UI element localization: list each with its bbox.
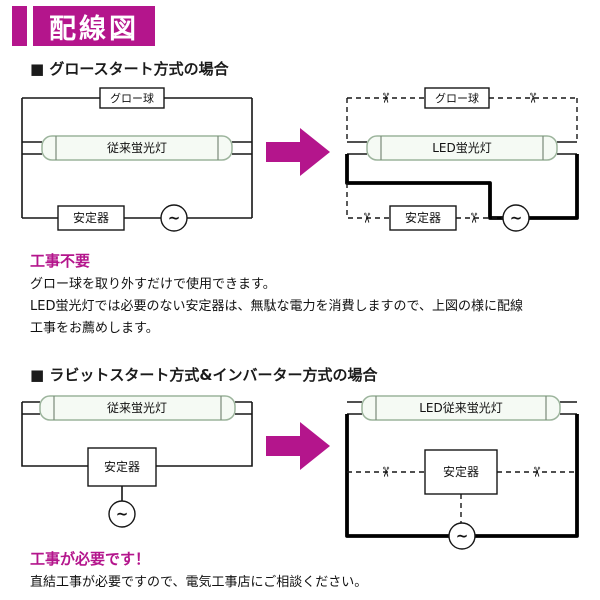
ac-source [108,500,136,528]
ac-source [502,204,530,232]
tube-label: LED従来蛍光灯 [419,401,503,415]
cut-bottom-wires [346,183,503,219]
section1-heading: ■ グロースタート方式の場合 [30,60,229,78]
tube-pins [347,401,577,415]
tube-pins [347,141,577,155]
scissors-icon: ✂ [358,212,374,224]
fluorescent-tube [39,395,236,421]
arrow-right-icon [266,128,330,176]
section2-note: 直結工事が必要ですので、電気工事店にご相談ください。 [30,572,575,594]
section2-heading: ■ ラビットスタート方式&インバーター方式の場合 [30,366,378,384]
tube-caps [53,396,222,420]
outer-loop-wire [21,97,253,218]
scissors-icon: ✂ [377,92,393,104]
section1-note: グロー球を取り外すだけで使用できます。 LED蛍光灯では必要のない安定器は、無駄… [30,274,575,340]
ac-source [448,522,476,550]
tube-label: 従来蛍光灯 [107,141,167,155]
glow-bulb-box [99,87,165,109]
note-line: 直結工事が必要ですので、電気工事店にご相談ください。 [30,575,368,590]
ac-symbol: ~ [510,209,523,227]
ballast-box [424,449,498,495]
scissors-icon: ✂ [377,466,393,478]
ballast-box [389,205,457,231]
led-tube [366,135,558,161]
fluorescent-tube [41,135,233,161]
glow-start-diagram: グロー球 従来蛍光灯 安定器 ~ グロー球 ✂ ✂ LED蛍光灯 ✂ [21,87,579,232]
page-title: 配線図 [33,6,155,46]
loop-wires [21,402,253,467]
direct-wire [345,414,579,538]
glow-bulb-label: グロー球 [110,91,154,105]
accent-stripe [12,6,27,46]
ballast-label: 安定器 [443,464,479,479]
conventional-glow-circuit: グロー球 従来蛍光灯 安定器 ~ [21,87,253,232]
ballast-label: 安定器 [405,210,441,225]
direct-wire [345,154,579,220]
scissors-icon: ✂ [524,92,540,104]
ballast-label: 安定器 [104,459,140,474]
arrow-right-icon [266,422,330,470]
tube-pins [22,141,252,155]
ac-symbol: ~ [168,209,181,227]
scissors-icon: ✂ [528,466,544,478]
tube-pins [22,401,252,415]
rapid-start-diagram: 従来蛍光灯 安定器 ~ LED従来蛍光灯 ✂ ✂ 安定器 ~ [21,395,579,550]
note-line: 工事をお薦めします。 [30,321,159,336]
ac-symbol: ~ [116,505,129,523]
tube-caps [375,396,547,420]
section2-note-title: 工事が必要です！ [30,550,151,568]
glow-bulb-label: グロー球 [435,91,479,105]
note-line: グロー球を取り外すだけで使用できます。 [30,277,276,292]
conventional-rapid-circuit: 従来蛍光灯 安定器 ~ [21,395,253,528]
scissors-icon: ✂ [465,212,481,224]
glow-bulb-box [424,87,490,109]
ac-symbol: ~ [456,527,469,545]
tube-caps [380,136,544,160]
ac-source [160,204,188,232]
tube-caps [55,136,219,160]
section1-note-title: 工事不要 [30,252,91,270]
led-tube [361,395,561,421]
ballast-label: 安定器 [73,210,109,225]
led-direct-circuit: LED従来蛍光灯 ✂ ✂ 安定器 ~ [345,395,579,550]
ballast-box [57,205,125,231]
led-glow-circuit: グロー球 ✂ ✂ LED蛍光灯 ✂ ✂ 安定器 ~ [345,87,579,232]
note-line: LED蛍光灯では必要のない安定器は、無駄な電力を消費しますので、上図の様に配線 [30,299,523,314]
cut-wires [347,471,577,523]
tube-label: 従来蛍光灯 [107,401,167,415]
tube-label: LED蛍光灯 [432,141,492,155]
cut-top-wires [346,97,578,142]
